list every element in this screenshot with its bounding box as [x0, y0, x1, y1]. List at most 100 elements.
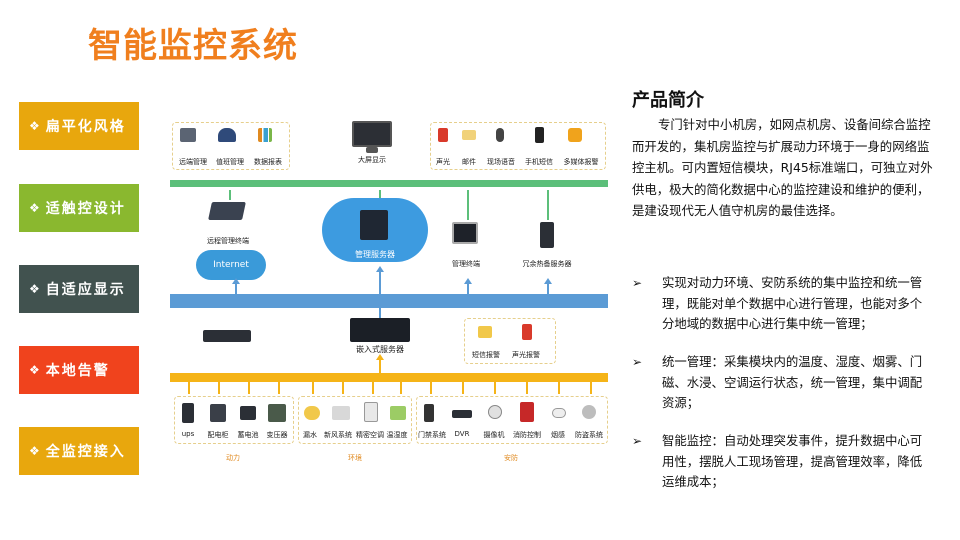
arrow-stem: [558, 382, 560, 394]
laptop-icon: [208, 202, 246, 220]
monitor-stand: [366, 147, 378, 153]
dvr-icon: [452, 410, 472, 418]
label-temp-humidity: 温湿度: [386, 431, 408, 439]
arrow-stem: [494, 382, 496, 394]
arrow-stem: [312, 382, 314, 394]
label-duty-mgmt: 值班管理: [216, 158, 244, 166]
menu-flat-style[interactable]: ❖ 扁平化风格: [19, 102, 139, 150]
label-fire-control: 消防控制: [513, 431, 541, 439]
arrow-stem: [547, 282, 549, 294]
label-group-security: 安防: [504, 454, 518, 462]
label-water-leak: 漏水: [303, 431, 317, 439]
siren-icon: [522, 324, 532, 340]
arrow-stem: [372, 382, 374, 394]
local-alarm-panel: [464, 318, 556, 364]
water-leak-icon: [304, 406, 320, 420]
arrow-bullet-icon: ➢: [632, 355, 643, 369]
arrow-up-icon: [376, 354, 384, 360]
fresh-air-icon: [332, 406, 350, 420]
intro-paragraph: 专门针对中小机房，如网点机房、设备间综合监控而开发的，集机房监控与扩展动力环境于…: [632, 117, 933, 219]
microphone-icon: [496, 128, 504, 142]
menu-label: 适触控设计: [45, 201, 126, 217]
menu-touch-design[interactable]: ❖ 适触控设计: [19, 184, 139, 232]
arrow-bullet-icon: ➢: [632, 276, 643, 290]
page-title: 智能监控系统: [88, 26, 298, 66]
smoke-detector-icon: [552, 408, 566, 418]
arrow-stem: [547, 190, 549, 220]
diamond-icon: ❖: [29, 119, 42, 133]
label-remote-mgmt: 远端管理: [179, 158, 207, 166]
arrow-stem: [379, 308, 381, 318]
label-group-environment: 环境: [348, 454, 362, 462]
bar-chart-icon: [258, 128, 272, 142]
arrow-up-icon: [376, 266, 384, 272]
arrow-stem: [342, 382, 344, 394]
anti-theft-icon: [582, 405, 596, 419]
menu-label: 本地告警: [45, 363, 110, 379]
alarm-panel: [430, 122, 606, 170]
arrow-stem: [229, 190, 231, 200]
speaker-icon: [568, 128, 582, 142]
menu-label: 全监控接入: [45, 444, 126, 460]
label-precision-ac: 精密空调: [356, 431, 384, 439]
label-fresh-air: 新风系统: [324, 431, 352, 439]
environment-group-panel: [298, 396, 412, 444]
label-voice: 现场语音: [487, 158, 515, 166]
embedded-server-icon: [350, 318, 410, 342]
label-big-screen: 大屏显示: [358, 156, 386, 164]
ups-icon: [182, 403, 194, 423]
rack-unit-icon: [203, 330, 251, 342]
label-internet: Internet: [213, 260, 249, 270]
bullet-item: ➢ 统一管理：采集模块内的温度、湿度、烟雾、门磁、水浸、空调运行状态，统一管理，…: [632, 352, 934, 414]
distribution-cabinet-icon: [210, 404, 226, 422]
label-transformer: 变压器: [266, 431, 288, 439]
arrow-up-icon: [544, 278, 552, 284]
label-sound-light: 声光: [436, 158, 450, 166]
arrow-stem: [462, 382, 464, 394]
menu-full-access[interactable]: ❖ 全监控接入: [19, 427, 139, 475]
arrow-stem: [526, 382, 528, 394]
diamond-icon: ❖: [29, 363, 42, 377]
users-icon: [218, 128, 236, 142]
label-mgmt-terminal: 管理终端: [452, 260, 480, 268]
label-group-power: 动力: [226, 454, 240, 462]
label-sound-alarm: 声光报警: [512, 351, 540, 359]
siren-icon: [438, 128, 448, 142]
label-embedded-server: 嵌入式服务器: [356, 345, 404, 354]
blue-bus: [170, 294, 608, 308]
arrow-stem: [590, 382, 592, 394]
arrow-stem: [400, 382, 402, 394]
menu-local-alarm[interactable]: ❖ 本地告警: [19, 346, 139, 394]
label-remote-terminal: 远程管理终端: [207, 237, 249, 245]
arrow-stem: [379, 358, 381, 373]
arrow-stem: [235, 282, 237, 294]
menu-adaptive-display[interactable]: ❖ 自适应显示: [19, 265, 139, 313]
mail-icon: [462, 130, 476, 140]
label-sms: 手机短信: [525, 158, 553, 166]
label-data-report: 数据报表: [254, 158, 282, 166]
internet-cloud-icon: [196, 250, 266, 280]
server-rack-icon: [360, 210, 388, 240]
management-panel: [172, 122, 290, 170]
thermometer-icon: [390, 406, 406, 420]
label-ups: ups: [181, 430, 195, 438]
arrow-up-icon: [464, 278, 472, 284]
arrow-stem: [278, 382, 280, 394]
arrow-stem: [379, 270, 381, 294]
arrow-stem: [467, 282, 469, 294]
label-cabinet: 配电柜: [207, 431, 229, 439]
diamond-icon: ❖: [29, 282, 42, 296]
label-camera: 摄像机: [483, 431, 505, 439]
label-multimedia: 多媒体报警: [563, 158, 599, 166]
label-battery: 蓄电池: [237, 431, 259, 439]
transformer-icon: [268, 404, 286, 422]
label-anti-theft: 防盗系统: [575, 431, 603, 439]
fire-control-icon: [520, 402, 534, 422]
menu-label: 自适应显示: [45, 282, 126, 298]
arrow-stem: [218, 382, 220, 394]
menu-label: 扁平化风格: [45, 119, 126, 135]
monitor-icon: [352, 121, 392, 147]
label-access-control: 门禁系统: [418, 431, 446, 439]
diamond-icon: ❖: [29, 201, 42, 215]
bullet-text: 智能监控：自动处理突发事件，提升数据中心可用性，摆脱人工现场管理，提高管理效率，…: [662, 433, 923, 489]
